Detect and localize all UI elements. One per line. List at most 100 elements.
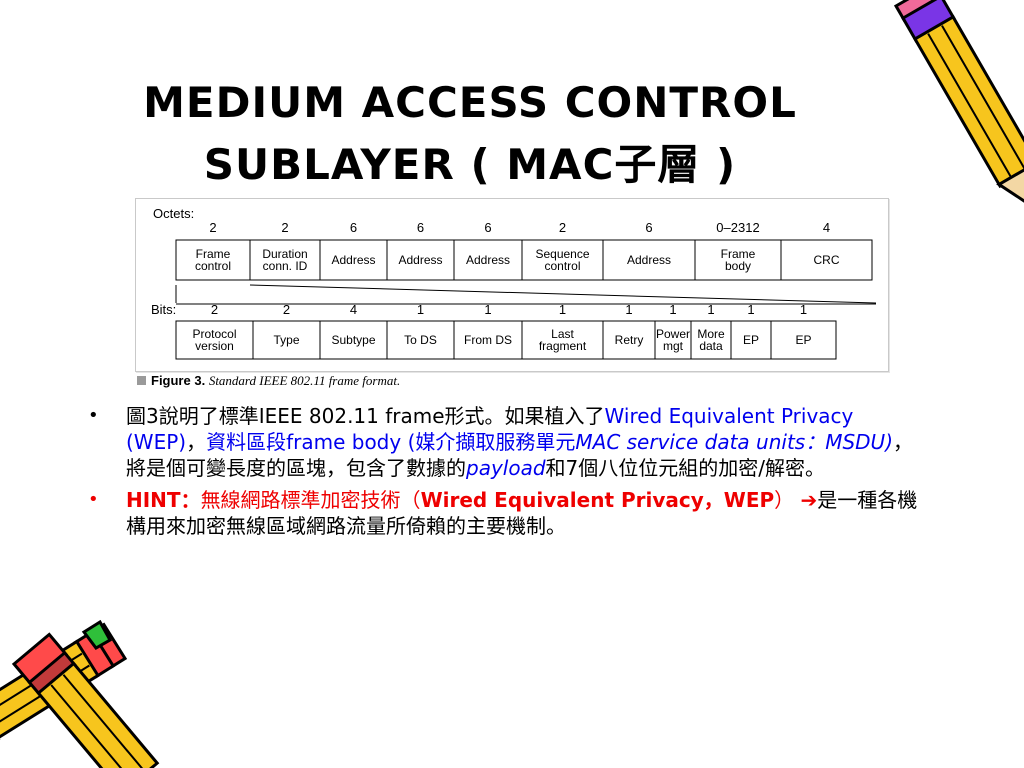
bullet-dot-icon: • [88,489,99,510]
b2-wep: Wired Equivalent Privacy，WEP [420,488,775,512]
frame-field-box [521,239,604,281]
octet-count-9: 4 [823,220,830,235]
slide-title: MEDIUM ACCESS CONTROL SUBLAYER ( MAC子層 ) [60,72,880,196]
frame-field-3: Address [319,239,388,281]
frame-field-label: Sequence [535,247,589,261]
bit-count-2: 2 [283,302,290,317]
bullet-list: • 圖3說明了標準IEEE 802.11 frame形式。如果植入了Wired … [86,403,926,545]
bits-label: Bits: [151,302,176,317]
control-field-label: version [195,339,234,353]
frame-field-label: Address [398,253,442,267]
bit-count-8: 1 [669,302,676,317]
caption-label: Figure 3. [151,373,206,388]
octet-count-8: 0–2312 [716,220,759,235]
bit-count-6: 1 [559,302,566,317]
octet-count-5: 6 [484,220,491,235]
pencils-icon [0,619,160,768]
control-field-label: Retry [615,333,644,347]
frame-field-label: Frame [721,247,756,261]
caption-square-icon [137,376,146,385]
octet-count-2: 2 [281,220,288,235]
control-field-10: EP [730,320,772,360]
b2-hint: HINT： [126,488,201,512]
b2-paren: ） [774,488,795,512]
frame-field-box [386,239,455,281]
frame-field-7: Address [602,239,696,281]
control-field-label: EP [795,333,811,347]
control-field-box [602,320,656,360]
figure-caption: Figure 3. Standard IEEE 802.11 frame for… [137,373,400,389]
bit-count-9: 1 [707,302,714,317]
frame-field-box [780,239,873,281]
caption-text: Standard IEEE 802.11 frame format. [208,373,401,388]
bit-count-5: 1 [484,302,491,317]
b1-msdu: MAC service data units：MSDU) [575,430,894,454]
control-field-3: Subtype [319,320,388,360]
control-field-label: Power [656,327,690,341]
control-field-box [453,320,523,360]
control-field-label: From DS [464,333,512,347]
b1-text-8: ，將是個可變長度的區塊，包含了數據的 [126,430,914,480]
control-field-4: To DS [386,320,455,360]
control-field-label: Subtype [331,333,375,347]
frame-field-label: Duration [262,247,307,261]
control-field-11: EP [770,320,837,360]
bit-count-1: 2 [211,302,218,317]
control-field-label: data [699,339,723,353]
control-field-label: To DS [404,333,437,347]
frame-field-label: Address [627,253,671,267]
frame-field-label: Address [331,253,375,267]
bullet-item-2: • HINT：無線網路標準加密技術（Wired Equivalent Priva… [86,487,926,539]
arrow-right-icon: ➔ [800,488,818,512]
control-field-5: From DS [453,320,523,360]
b1-payload: payload [466,456,546,480]
control-field-label: Last [551,327,574,341]
octet-count-6: 2 [559,220,566,235]
title-line-1: MEDIUM ACCESS CONTROL [143,78,797,127]
b1-wep: Wired Equivalent Privacy (WEP) [126,404,854,454]
control-field-box [175,320,254,360]
octet-count-1: 2 [209,220,216,235]
control-field-box [252,320,321,360]
octet-count-3: 6 [350,220,357,235]
frame-field-label: Address [466,253,510,267]
bullet-item-1: • 圖3說明了標準IEEE 802.11 frame形式。如果植入了Wired … [86,403,926,481]
frame-field-label: CRC [814,253,840,267]
connector-right [249,284,877,304]
bit-count-10: 1 [747,302,754,317]
control-field-box [730,320,772,360]
octet-count-7: 6 [645,220,652,235]
frame-field-box [602,239,696,281]
frame-field-label: control [544,259,580,273]
control-field-label: Type [273,333,299,347]
frame-field-5: Address [453,239,523,281]
b1-text-1: 圖3說明了標準IEEE 802.11 frame形式。如果植入了 [126,404,605,428]
title-line-2: SUBLAYER ( MAC子層 ) [203,140,737,189]
control-field-box [654,320,692,360]
frame-field-9: CRC [780,239,873,281]
octets-label: Octets: [153,206,194,221]
control-field-7: Retry [602,320,656,360]
b1-msdu-zh: 媒介擷取服務單元 [415,430,576,454]
frame-field-box [453,239,523,281]
control-field-label: Protocol [192,327,236,341]
bit-count-7: 1 [625,302,632,317]
b1-data-section: 資料區段 [206,430,287,454]
control-field-label: mgt [663,339,684,353]
bullet-dot-icon: • [88,405,99,426]
b1-text-3: ， [186,430,207,454]
control-field-box [770,320,837,360]
control-field-box [521,320,604,360]
control-field-label: fragment [539,339,587,353]
b1-frame-body: frame body ( [286,430,416,454]
frame-field-4: Address [386,239,455,281]
